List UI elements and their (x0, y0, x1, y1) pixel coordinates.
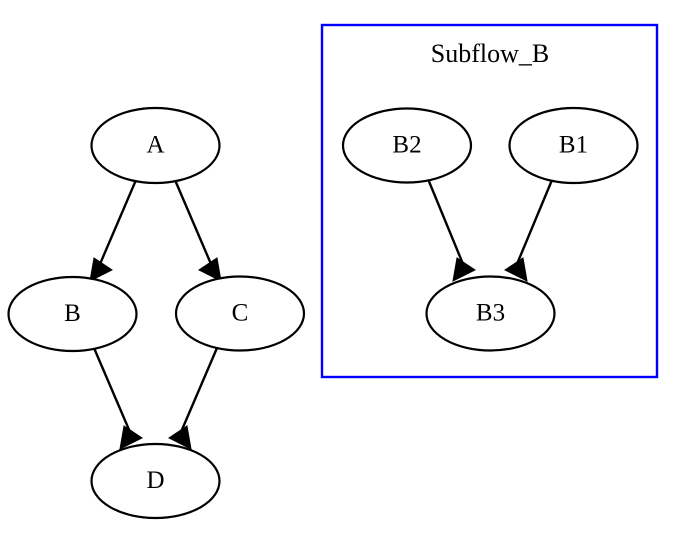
node-b3[interactable]: B3 (425, 275, 556, 352)
arrowhead-c-d (168, 425, 192, 450)
edge-line-b2-b3 (426, 178, 465, 265)
node-label-c: C (232, 300, 249, 327)
arrowhead-a-b (89, 257, 113, 282)
edge-a-to-c[interactable] (173, 179, 222, 282)
node-shape-b1[interactable] (508, 106, 639, 185)
cluster-subflow-b[interactable]: Subflow_B (320, 23, 659, 379)
edge-c-to-d[interactable] (168, 347, 219, 450)
edge-line-b-d (92, 347, 132, 433)
edge-b-to-d[interactable] (92, 347, 143, 450)
node-label-b: B (64, 300, 81, 327)
node-group: A B C D B2 B1 B3 (7, 106, 639, 520)
edge-a-to-b[interactable] (89, 179, 138, 282)
node-label-b3: B3 (476, 300, 505, 327)
node-shape-c[interactable] (174, 275, 306, 352)
node-label-b1: B1 (559, 132, 588, 159)
node-shape-b3[interactable] (425, 275, 556, 352)
arrowhead-b1-b3 (504, 257, 528, 282)
edge-line-c-d (179, 347, 219, 433)
node-a[interactable]: A (90, 106, 221, 185)
node-b1[interactable]: B1 (508, 106, 639, 185)
node-d[interactable]: D (90, 442, 221, 520)
node-label-b2: B2 (392, 132, 421, 159)
arrowhead-b2-b3 (452, 257, 476, 282)
arrowhead-a-c (198, 257, 222, 282)
edge-line-a-b (98, 179, 138, 265)
node-label-d: D (146, 467, 164, 494)
node-label-a: A (146, 132, 164, 159)
arrowhead-b-d (119, 425, 143, 450)
edge-group (89, 178, 554, 450)
cluster-label-subflow-b: Subflow_B (431, 39, 549, 68)
edge-b1-to-b3[interactable] (504, 179, 554, 282)
node-shape-d[interactable] (90, 442, 221, 520)
node-b[interactable]: B (7, 275, 138, 353)
node-c[interactable]: C (174, 275, 306, 352)
node-shape-b2[interactable] (341, 107, 473, 184)
edge-line-b1-b3 (515, 179, 554, 265)
edge-b2-to-b3[interactable] (426, 178, 476, 282)
cluster-border-subflow-b[interactable] (320, 23, 659, 379)
edge-line-a-c (173, 179, 213, 265)
node-b2[interactable]: B2 (341, 107, 473, 184)
node-shape-a[interactable] (90, 106, 221, 185)
node-shape-b[interactable] (7, 275, 138, 353)
